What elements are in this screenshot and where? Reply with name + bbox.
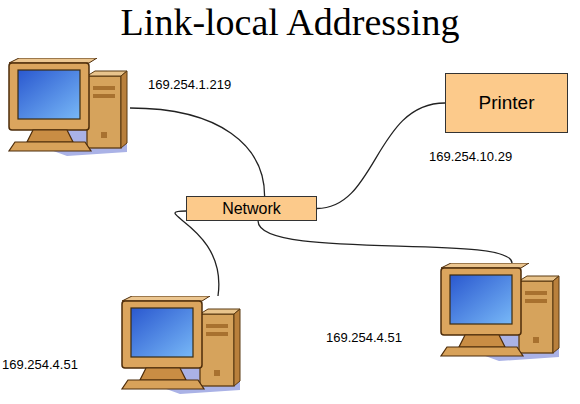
box-label: Printer — [479, 92, 535, 114]
network-cable — [258, 221, 512, 263]
computer-icon — [9, 58, 127, 156]
ip-address-label: 169.254.4.51 — [2, 357, 78, 373]
computer-node: 169.254.4.51 — [437, 263, 562, 363]
network-cable — [175, 211, 219, 296]
computer-icon — [441, 263, 559, 361]
computer-node: 169.254.1.219 — [5, 58, 130, 158]
printer-box: Printer169.254.10.29 — [445, 73, 568, 133]
computer-icon — [122, 296, 240, 394]
ip-address-label: 169.254.1.219 — [148, 77, 231, 93]
diagram-title: Link-local Addressing — [0, 0, 580, 44]
computer-node: 169.254.4.51 — [118, 296, 243, 396]
network-cable — [317, 103, 445, 209]
network-cable — [130, 108, 265, 196]
ip-address-label: 169.254.10.29 — [429, 149, 512, 165]
box-label: Network — [222, 200, 281, 218]
ip-address-label: 169.254.4.51 — [326, 330, 402, 346]
network-box: Network — [186, 196, 317, 221]
